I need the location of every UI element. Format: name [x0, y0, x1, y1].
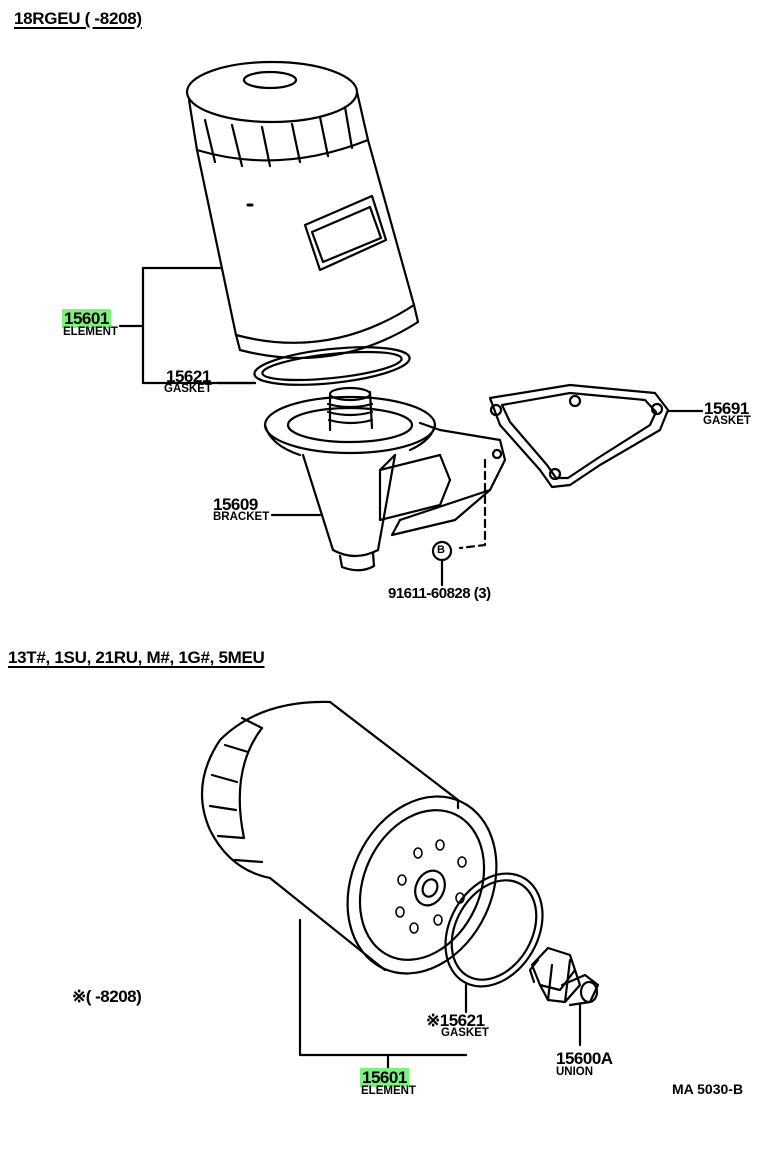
gasket-part-number-bottom[interactable]: ※15621 [426, 1011, 485, 1030]
element-part-name-bottom: ELEMENT [361, 1085, 416, 1097]
bottom-filter-element-drawing [202, 702, 524, 998]
gasket-part-name-top: GASKET [164, 383, 212, 395]
bolt-dashed-line [460, 460, 485, 548]
element-part-name-top: ELEMENT [63, 326, 118, 338]
bracket-drawing [265, 388, 505, 570]
element-bracket-line-top [143, 268, 255, 383]
section-header-top: 18RGEU ( -8208) [14, 9, 142, 28]
top-gasket-ring-drawing [253, 341, 412, 391]
bolt-symbol: B [437, 544, 445, 556]
union-part-number[interactable]: 15600A [556, 1049, 613, 1068]
element-bracket-line-bottom [300, 800, 466, 1055]
bracket-part-number[interactable]: 15609 [213, 495, 258, 514]
gasket2-part-number[interactable]: 15691 [704, 399, 749, 418]
bracket-gasket-plate-drawing [490, 385, 668, 487]
gasket-part-name-bottom: GASKET [441, 1027, 489, 1039]
element-part-number-highlight-bottom: 15601 [360, 1068, 409, 1087]
gasket2-part-name: GASKET [703, 415, 751, 427]
bottom-gasket-ring-drawing [426, 856, 562, 1004]
union-part-name: UNION [556, 1066, 594, 1078]
element-part-number-top[interactable]: 15601 [62, 309, 111, 328]
top-filter-element-drawing [187, 62, 418, 358]
element-part-number-bottom[interactable]: 15601 [360, 1068, 409, 1087]
bolt-part-number[interactable]: 91611-60828 (3) [388, 585, 491, 602]
element-part-number-highlight: 15601 [62, 309, 111, 328]
gasket-part-number-top[interactable]: 15621 [166, 367, 211, 386]
section-header-bottom: 13T#, 1SU, 21RU, M#, 1G#, 5MEU [8, 648, 265, 667]
union-drawing [530, 948, 598, 1005]
note-date-range: ※( -8208) [72, 987, 142, 1006]
figure-code: MA 5030-B [672, 1081, 744, 1097]
bracket-part-name: BRACKET [213, 511, 270, 523]
